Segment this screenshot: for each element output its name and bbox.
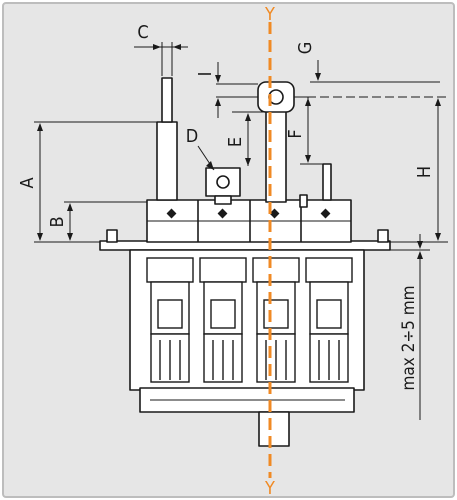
pin-right: [322, 163, 332, 201]
axis-label-bottom: Y: [264, 478, 275, 499]
dim-label-i: I: [195, 72, 216, 77]
axis-label-top: Y: [264, 4, 275, 25]
dim-label-h: H: [414, 166, 435, 178]
bottom-shaft: [258, 411, 290, 447]
left-screw: [106, 229, 118, 243]
dim-label-d: D: [186, 126, 198, 147]
dim-label-a: A: [17, 177, 38, 188]
dim-label-g: G: [295, 42, 316, 55]
dim-label-max: max 2÷5 mm: [399, 285, 419, 390]
pin-mid: [299, 194, 308, 208]
dimension-arrows: [37, 44, 441, 259]
pivot-bracket: [205, 167, 241, 197]
dim-label-f: F: [285, 129, 306, 138]
dim-label-b: B: [47, 216, 68, 227]
actuator-rod-left: [156, 121, 178, 201]
contact-modules: [146, 257, 353, 383]
right-screw: [377, 229, 389, 243]
terminal-screws: [166, 208, 331, 219]
dim-label-e: E: [225, 137, 246, 147]
dim-label-c: C: [137, 22, 148, 43]
